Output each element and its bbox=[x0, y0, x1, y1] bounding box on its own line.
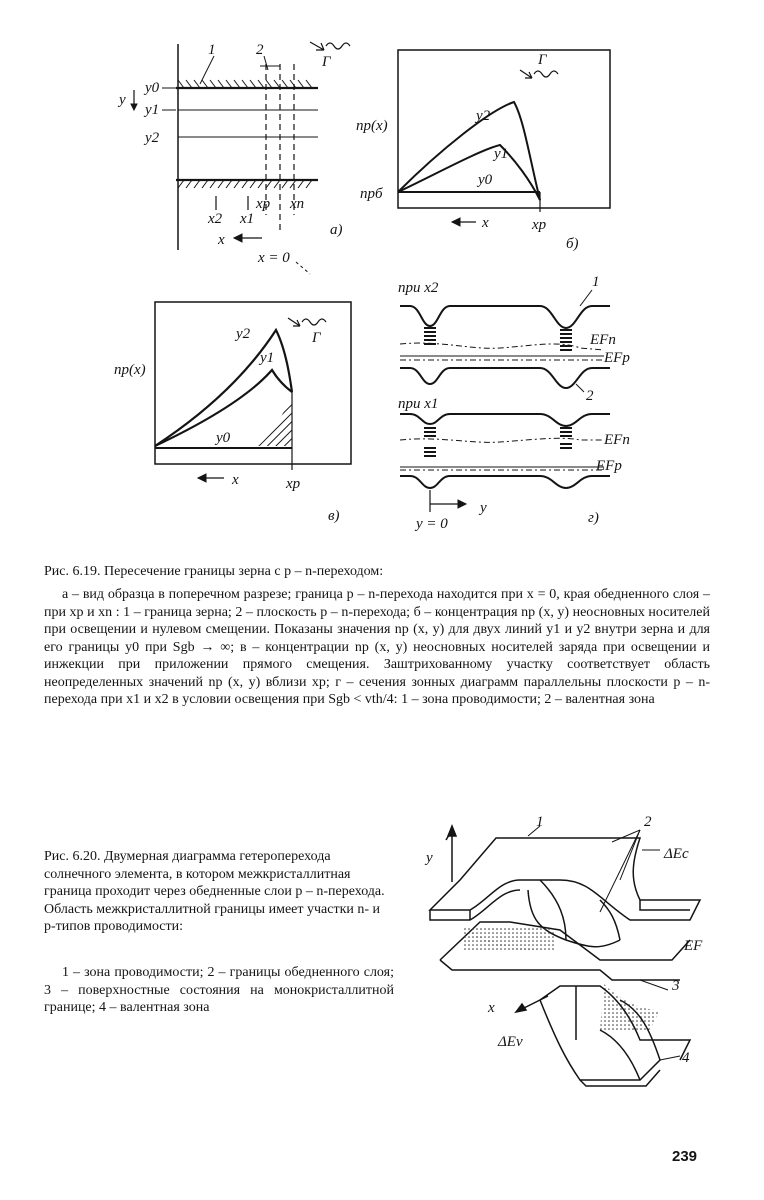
panel-b-y1-label: y1 bbox=[492, 146, 508, 162]
panel-g-efn-bottom-label: EFn bbox=[603, 432, 630, 448]
fig-6-20-x-axis-label: x bbox=[487, 1000, 495, 1016]
panel-b-npb-label: npб bbox=[360, 186, 383, 202]
panel-b-letter: б) bbox=[566, 236, 579, 252]
panel-g-label-2: 2 bbox=[586, 388, 594, 404]
panel-g-efn-top-label: EFn bbox=[589, 332, 616, 348]
fig-6-20-label-3: 3 bbox=[671, 978, 680, 994]
panel-g-y0-label: y = 0 bbox=[414, 516, 448, 532]
panel-g-letter: г) bbox=[588, 510, 599, 526]
panel-a-xn-label: xn bbox=[289, 196, 304, 212]
panel-a-y1-label: y1 bbox=[143, 102, 159, 118]
fig-6-19-panel-v bbox=[154, 301, 352, 483]
panel-a-y-axis-label: y bbox=[117, 92, 126, 108]
fig-6-19-panel-b bbox=[397, 49, 611, 227]
fig-6-20-caption-title: Рис. 6.20. Двумерная диаграмма гетеропер… bbox=[44, 849, 385, 934]
panel-a-y2-label: y2 bbox=[143, 130, 160, 146]
panel-a-letter: a) bbox=[330, 222, 343, 238]
panel-a-x-zero-label: x = 0 bbox=[257, 250, 290, 266]
fig-6-20-y-axis-label: y bbox=[424, 850, 433, 866]
fig-6-20-label-2: 2 bbox=[644, 814, 652, 830]
panel-v-np-label: np(x) bbox=[114, 362, 146, 378]
fig-6-20-diagram bbox=[428, 823, 702, 1087]
fig-6-20-dEv-label: ΔEv bbox=[497, 1034, 523, 1050]
panel-g-at-x1-label: при x1 bbox=[398, 396, 438, 412]
panel-v-x-label: x bbox=[231, 472, 239, 488]
panel-a-x-arrow-label: x bbox=[217, 232, 225, 248]
panel-v-y1-label: y1 bbox=[258, 350, 274, 366]
panel-b-x-label: x bbox=[481, 215, 489, 231]
panel-b-y0-label: y0 bbox=[476, 172, 493, 188]
panel-v-y2-label: y2 bbox=[234, 326, 251, 342]
panel-a-x2-label: x2 bbox=[207, 211, 223, 227]
panel-v-gamma-label: Г bbox=[311, 330, 322, 346]
panel-g-efp-bottom-label: EFp bbox=[595, 458, 622, 474]
panel-g-label-1: 1 bbox=[592, 274, 600, 290]
panel-v-y0-label: y0 bbox=[214, 430, 231, 446]
panel-g-efp-top-label: EFp bbox=[603, 350, 630, 366]
fig-6-20-ef-label: EF bbox=[683, 938, 703, 954]
panel-a-y0-label: y0 bbox=[143, 80, 160, 96]
fig-6-19-caption-body: а – вид образца в поперечном разрезе; гр… bbox=[44, 586, 710, 709]
panel-b-xp-label: xp bbox=[531, 217, 547, 233]
panel-b-y2-label: y2 bbox=[474, 108, 491, 124]
fig-6-19-panel-g bbox=[399, 289, 610, 512]
panel-b-np-label: np(x) bbox=[356, 118, 388, 134]
fig-6-20-caption-text: 1 – зона проводимости; 2 – границы обедн… bbox=[44, 965, 394, 1015]
panel-a-label-1: 1 bbox=[208, 42, 216, 58]
fig-6-20-caption-body: 1 – зона проводимости; 2 – границы обедн… bbox=[44, 964, 394, 1017]
fig-6-19-caption-title: Рис. 6.19. Пересечение границы зерна с p… bbox=[44, 564, 384, 579]
panel-a-x1-label: x1 bbox=[239, 211, 254, 227]
panel-g-y-label: y bbox=[478, 500, 487, 516]
fig-6-19-caption-text: а – вид образца в поперечном разрезе; гр… bbox=[44, 587, 710, 707]
panel-g-at-x2-label: при x2 bbox=[398, 280, 439, 296]
fig-6-20-label-1: 1 bbox=[536, 814, 544, 830]
panel-b-gamma-label: Г bbox=[537, 52, 548, 68]
panel-a-label-2: 2 bbox=[256, 42, 264, 58]
fig-6-20-dEc-label: ΔEc bbox=[663, 846, 689, 862]
panel-v-letter: в) bbox=[328, 508, 340, 524]
panel-a-gamma-label: Г bbox=[321, 54, 332, 70]
panel-v-xp-label: xp bbox=[285, 476, 301, 492]
panel-a-xp-label: xp bbox=[255, 196, 271, 212]
page-number: 239 bbox=[672, 1148, 698, 1165]
fig-6-19-panel-a bbox=[130, 41, 351, 275]
fig-6-20-label-4: 4 bbox=[682, 1050, 690, 1066]
